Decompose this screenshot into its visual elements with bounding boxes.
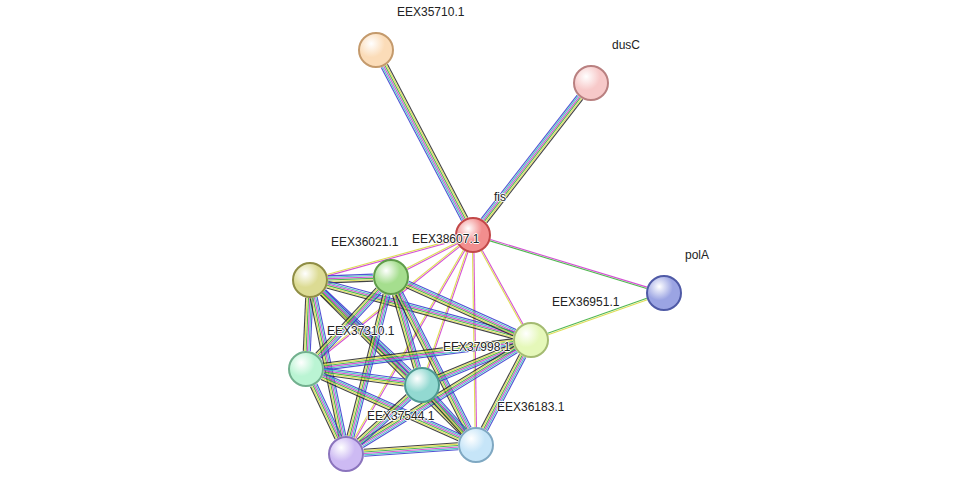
evidence-line bbox=[408, 282, 515, 330]
node-label: EEX36183.1 bbox=[497, 400, 564, 414]
node-label: EEX37310.1 bbox=[327, 324, 394, 338]
evidence-line bbox=[437, 396, 467, 429]
evidence-line bbox=[490, 241, 647, 289]
protein-node: EEX36951.1 bbox=[513, 322, 549, 358]
interaction-edge bbox=[316, 288, 382, 358]
interaction-edge bbox=[310, 384, 341, 439]
node-label: polA bbox=[685, 248, 709, 262]
evidence-line bbox=[317, 384, 342, 436]
interaction-edge bbox=[481, 250, 523, 324]
evidence-line bbox=[487, 99, 583, 223]
protein-node: EEX36183.1 bbox=[458, 427, 494, 463]
evidence-line bbox=[399, 293, 468, 429]
protein-node: polA bbox=[646, 275, 682, 311]
node-label: EEX37544.1 bbox=[367, 409, 434, 423]
interaction-edge bbox=[490, 240, 647, 289]
evidence-line bbox=[435, 398, 465, 431]
evidence-line bbox=[359, 346, 513, 441]
evidence-line bbox=[482, 250, 523, 323]
evidence-line bbox=[407, 286, 514, 334]
evidence-line bbox=[310, 387, 335, 439]
node-label: EEX38607.1 bbox=[412, 232, 479, 246]
protein-node: EEX37998.1 bbox=[404, 367, 440, 403]
evidence-line bbox=[407, 285, 514, 333]
evidence-line bbox=[312, 386, 337, 438]
node-label: EEX37998.1 bbox=[443, 340, 510, 354]
interaction-edge bbox=[407, 243, 458, 270]
protein-node: EEX37310.1 bbox=[288, 351, 324, 387]
interaction-edge bbox=[406, 281, 516, 336]
evidence-line bbox=[387, 64, 467, 217]
evidence-line bbox=[487, 358, 525, 431]
evidence-line bbox=[436, 397, 466, 430]
evidence-line bbox=[481, 95, 577, 219]
evidence-line bbox=[407, 244, 457, 270]
node-label: EEX35710.1 bbox=[397, 5, 464, 19]
interaction-edge bbox=[431, 396, 466, 434]
node-label: EEX36951.1 bbox=[552, 295, 619, 309]
interaction-edge bbox=[481, 95, 582, 223]
protein-node: EEX35710.1 bbox=[358, 32, 394, 68]
evidence-line bbox=[364, 444, 458, 451]
evidence-line bbox=[361, 349, 515, 444]
evidence-line bbox=[386, 65, 466, 218]
evidence-line bbox=[483, 97, 579, 221]
protein-node: EEX37544.1 bbox=[328, 436, 364, 472]
node-label: dusC bbox=[612, 38, 640, 52]
evidence-line bbox=[317, 289, 378, 355]
evidence-line bbox=[401, 292, 470, 428]
evidence-line bbox=[385, 66, 465, 219]
evidence-line bbox=[482, 96, 578, 220]
evidence-line bbox=[318, 290, 379, 356]
protein-node: EEX38607.1 bbox=[373, 259, 409, 295]
evidence-line bbox=[316, 384, 341, 436]
evidence-line bbox=[400, 293, 469, 429]
evidence-line bbox=[406, 288, 513, 336]
protein-node: dusC bbox=[573, 65, 609, 101]
interaction-edge bbox=[381, 64, 467, 220]
evidence-line bbox=[486, 99, 582, 223]
evidence-line bbox=[316, 288, 377, 354]
evidence-line bbox=[485, 98, 581, 222]
evidence-line bbox=[313, 386, 338, 438]
evidence-line bbox=[434, 399, 464, 432]
node-label: fis bbox=[494, 190, 506, 204]
evidence-line bbox=[381, 68, 461, 221]
evidence-line bbox=[384, 66, 464, 219]
interaction-edge bbox=[364, 443, 459, 456]
evidence-line bbox=[314, 385, 339, 437]
protein-node: EEX36021.1 bbox=[292, 262, 328, 298]
evidence-line bbox=[481, 251, 522, 324]
evidence-line bbox=[490, 240, 647, 288]
node-label: EEX36021.1 bbox=[331, 235, 398, 249]
evidence-line bbox=[431, 401, 461, 434]
evidence-line bbox=[408, 284, 515, 332]
evidence-line bbox=[409, 281, 516, 329]
interaction-edge bbox=[328, 274, 373, 283]
evidence-line bbox=[303, 298, 305, 351]
evidence-line bbox=[382, 67, 462, 220]
evidence-line bbox=[364, 443, 458, 450]
evidence-line bbox=[432, 400, 462, 433]
